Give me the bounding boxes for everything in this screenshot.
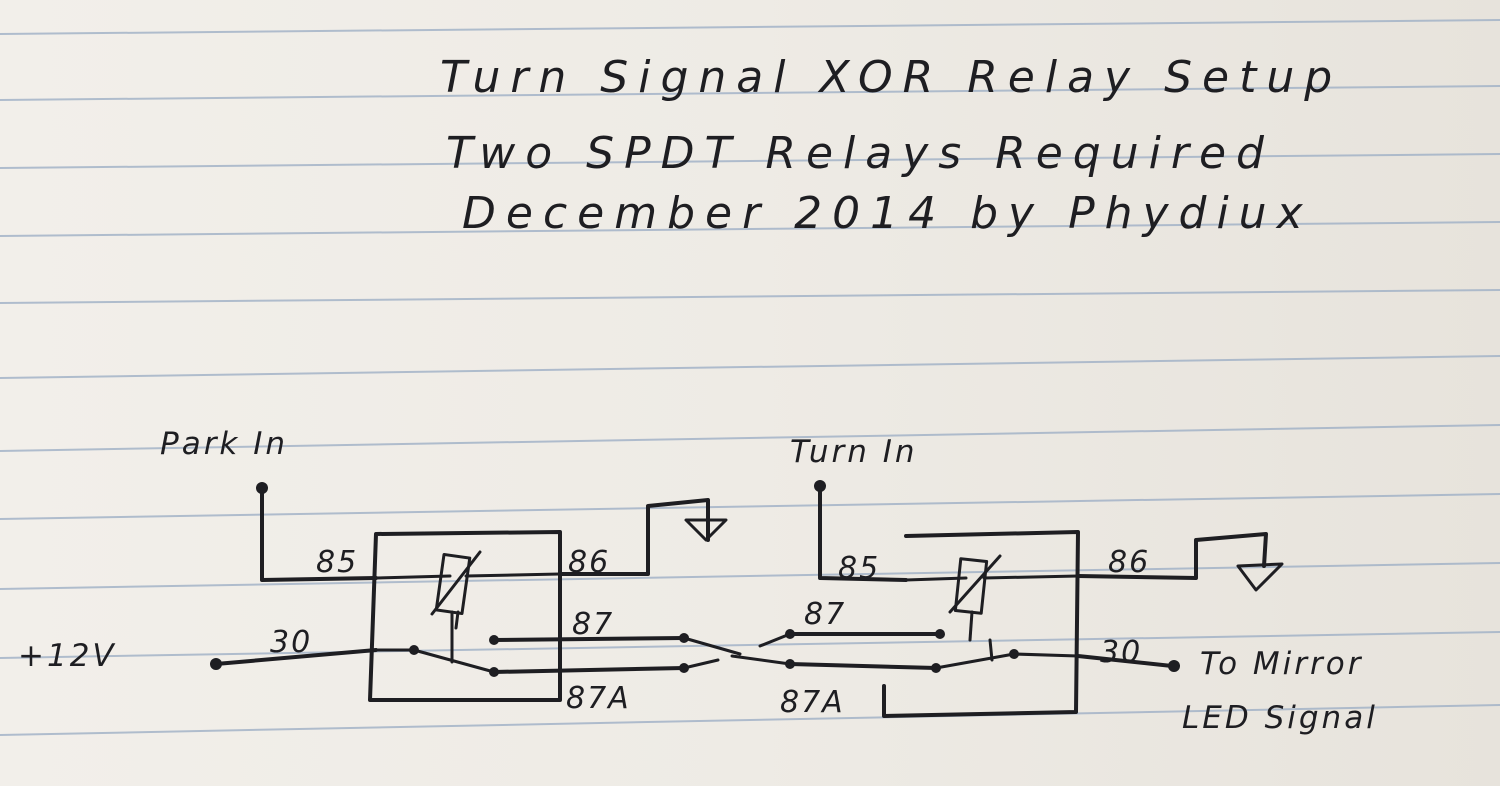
relay-left-coil-lead-a bbox=[374, 574, 452, 580]
relay-left-ground-wire bbox=[558, 498, 710, 576]
output-terminal bbox=[1168, 660, 1180, 672]
relay-right-switch-link bbox=[988, 638, 994, 662]
relay-right-pin-87: 87 bbox=[804, 597, 846, 632]
ground-right-icon bbox=[1236, 562, 1284, 592]
turn-in-wire bbox=[818, 484, 908, 582]
relay-left-pin-87a: 87A bbox=[566, 681, 631, 716]
relay-left: 85 86 87 87A 30 bbox=[210, 482, 728, 716]
title-line-2: Two SPDT Relays Required bbox=[446, 128, 1274, 179]
relay-left-coil-diagonal bbox=[430, 550, 482, 616]
relay-left-coil-tail bbox=[454, 610, 460, 630]
relay-left-switch-arm bbox=[374, 648, 496, 674]
relay-left-pin-86: 86 bbox=[568, 545, 610, 580]
relay-right: 85 86 87 87A 30 bbox=[780, 480, 1284, 720]
relay-right-coil-lead-a bbox=[904, 576, 968, 582]
relay-left-87-wire bbox=[492, 636, 686, 642]
relay-left-pin-85: 85 bbox=[316, 545, 358, 580]
relay-right-coil-diagonal bbox=[948, 554, 1002, 614]
supply-wire bbox=[214, 648, 378, 666]
park-in-label: Park In bbox=[160, 426, 288, 462]
relay-right-pin-86: 86 bbox=[1108, 545, 1150, 580]
turn-in-label: Turn In bbox=[790, 434, 918, 470]
output-wire bbox=[1076, 654, 1174, 668]
supply-label: +12V bbox=[18, 638, 117, 674]
relay-right-ground-wire bbox=[1076, 532, 1268, 580]
title-line-1: Turn Signal XOR Relay Setup bbox=[440, 52, 1342, 103]
relay-right-87a-wire bbox=[788, 662, 938, 670]
relay-right-coil bbox=[953, 557, 989, 615]
relay-left-87a-wire bbox=[492, 666, 686, 674]
relay-left-coil-lead-b bbox=[464, 572, 562, 578]
relay-right-coil-tail bbox=[968, 610, 974, 642]
relay-left-housing bbox=[368, 530, 562, 702]
title-line-3: December 2014 by Phydiux bbox=[462, 188, 1313, 239]
ground-left-icon bbox=[684, 518, 728, 542]
relay-right-coil-lead-b bbox=[982, 574, 1080, 580]
crossover-wires bbox=[682, 632, 792, 670]
relay-left-pin-87: 87 bbox=[572, 607, 614, 642]
relay-right-pin-87a: 87A bbox=[780, 685, 845, 720]
output-label-line-1: To Mirror bbox=[1200, 646, 1364, 682]
relay-left-coil bbox=[434, 552, 472, 616]
relay-right-switch-arm bbox=[934, 652, 1080, 670]
relay-right-housing bbox=[882, 530, 1080, 718]
relay-right-pin-30: 30 bbox=[1100, 635, 1142, 670]
relay-right-pin-85: 85 bbox=[838, 551, 880, 586]
ruled-lines bbox=[0, 19, 1500, 736]
output-label-line-2: LED Signal bbox=[1182, 700, 1378, 736]
park-in-wire bbox=[260, 486, 378, 582]
relay-left-pin-30: 30 bbox=[270, 625, 312, 660]
